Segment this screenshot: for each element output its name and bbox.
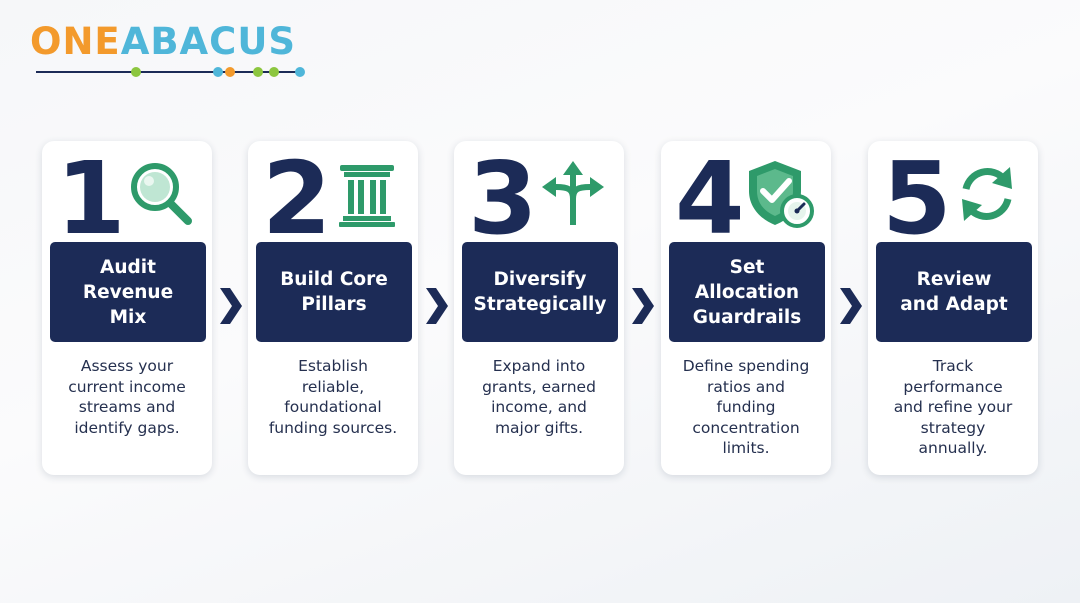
- shield-gauge-icon: [745, 159, 815, 229]
- step-number: 3: [468, 140, 538, 257]
- chevron-right-icon: [422, 286, 450, 326]
- step-title-box: Audit Revenue Mix: [50, 242, 206, 342]
- magnifying-glass-icon: [126, 159, 196, 229]
- brand-wordmark: ONEABACUS: [30, 22, 320, 62]
- step-number: 5: [882, 140, 952, 257]
- step-title: Diversify Strategically: [473, 269, 607, 315]
- step-title: Review and Adapt: [900, 269, 1008, 315]
- step-card-2: 2 Build Core Pillars Establish reliable,…: [248, 141, 418, 475]
- brand-part-abacus: ABACUS: [120, 20, 297, 63]
- step-card-1: 1 Audit Revenue Mix Assess your current …: [42, 141, 212, 475]
- step-number: 2: [262, 140, 332, 257]
- step-card-3: 3 Diversify Strategically Expand into gr…: [454, 141, 624, 475]
- step-title: Build Core Pillars: [280, 269, 388, 315]
- three-way-arrows-icon: [538, 159, 608, 229]
- refresh-cycle-icon: [952, 159, 1022, 229]
- brand-logo: ONEABACUS: [30, 22, 320, 78]
- step-description: Assess your current income streams and i…: [68, 357, 186, 437]
- step-title-box: Review and Adapt: [876, 242, 1032, 342]
- step-description: Define spending ratios and funding conce…: [682, 357, 810, 457]
- step-title: Audit Revenue Mix: [82, 256, 174, 328]
- step-card-5: 5 Review and Adapt Track performance and…: [868, 141, 1038, 475]
- abacus-beads-graphic: [36, 67, 305, 77]
- step-number: 4: [675, 140, 745, 257]
- step-title-box: Set Allocation Guardrails: [669, 242, 825, 342]
- pillar-icon: [332, 159, 402, 229]
- step-card-4: 4 Set Allocation Guardrails Define spend…: [661, 141, 831, 475]
- step-description: Expand into grants, earned income, and m…: [482, 357, 596, 437]
- chevron-right-icon: [628, 286, 656, 326]
- brand-part-one: ONE: [30, 20, 121, 63]
- step-title-box: Diversify Strategically: [462, 242, 618, 342]
- step-number: 1: [56, 140, 126, 257]
- step-description: Establish reliable, foundational funding…: [268, 357, 398, 437]
- chevron-right-icon: [216, 286, 244, 326]
- step-title-box: Build Core Pillars: [256, 242, 412, 342]
- chevron-right-icon: [836, 286, 864, 326]
- step-description: Track performance and refine your strate…: [893, 357, 1013, 457]
- step-title: Set Allocation Guardrails: [692, 256, 802, 328]
